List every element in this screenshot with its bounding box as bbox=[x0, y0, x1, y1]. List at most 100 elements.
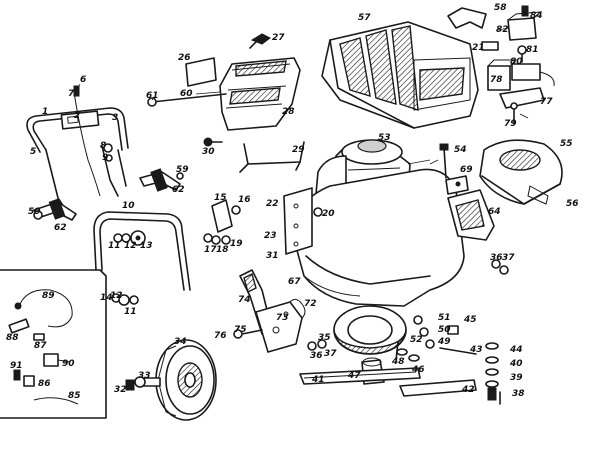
callout-11b: 11 bbox=[124, 307, 137, 317]
deck-screw-36-37 bbox=[491, 259, 509, 275]
cable-kit-inset-frame bbox=[0, 269, 107, 419]
callout-22: 22 bbox=[266, 199, 279, 209]
power-cable-89 bbox=[14, 289, 73, 328]
washers-17-19 bbox=[203, 233, 231, 245]
callout-46: 46 bbox=[411, 365, 425, 375]
callout-59b: 59 bbox=[28, 207, 41, 217]
callout-28: 28 bbox=[282, 107, 295, 117]
lower-handle-bar bbox=[93, 211, 191, 291]
callout-48: 48 bbox=[391, 357, 405, 367]
callout-58: 58 bbox=[494, 3, 507, 13]
plug-88 bbox=[8, 318, 30, 334]
callout-16: 16 bbox=[238, 195, 251, 205]
callout-36a: 36 bbox=[310, 351, 323, 361]
callout-6: 6 bbox=[80, 75, 86, 85]
connector-80 bbox=[511, 63, 555, 87]
screw-79 bbox=[510, 102, 518, 125]
callout-89: 89 bbox=[42, 291, 55, 301]
callout-72: 72 bbox=[304, 299, 317, 309]
callout-40: 40 bbox=[509, 359, 523, 369]
callout-53: 53 bbox=[378, 133, 391, 143]
callout-49: 49 bbox=[437, 337, 451, 347]
callout-50: 50 bbox=[438, 325, 451, 335]
callout-73: 73 bbox=[276, 313, 289, 323]
callout-12b: 12 bbox=[110, 291, 123, 301]
callout-41: 41 bbox=[311, 375, 325, 385]
handle-screw-6 bbox=[73, 85, 80, 97]
mower-blade-41 bbox=[299, 367, 421, 385]
callout-26: 26 bbox=[178, 53, 191, 63]
callout-36b: 36 bbox=[490, 253, 503, 263]
axle-pin-75 bbox=[233, 329, 263, 339]
callout-80: 80 bbox=[510, 57, 523, 67]
leader-lines bbox=[76, 27, 529, 165]
upper-handle-bar bbox=[26, 107, 129, 211]
callout-56: 56 bbox=[566, 199, 579, 209]
callout-77: 77 bbox=[540, 97, 553, 107]
rear-axle-rod bbox=[147, 93, 227, 107]
callout-27: 27 bbox=[272, 33, 285, 43]
socket-90 bbox=[43, 353, 71, 367]
callout-54: 54 bbox=[454, 145, 467, 155]
callout-82: 82 bbox=[496, 25, 509, 35]
callout-52: 52 bbox=[410, 335, 423, 345]
callout-47: 47 bbox=[347, 371, 361, 381]
callout-42: 42 bbox=[461, 385, 475, 395]
callout-87: 87 bbox=[34, 341, 47, 351]
callout-67: 67 bbox=[288, 277, 301, 287]
callout-37b: 37 bbox=[502, 253, 515, 263]
callout-21: 21 bbox=[472, 43, 485, 53]
callout-32: 32 bbox=[114, 385, 127, 395]
callout-91: 91 bbox=[10, 361, 23, 371]
callout-64: 64 bbox=[488, 207, 501, 217]
callout-38: 38 bbox=[512, 389, 525, 399]
callout-74: 74 bbox=[238, 295, 251, 305]
callout-51: 51 bbox=[438, 313, 451, 323]
callout-57: 57 bbox=[358, 13, 371, 23]
callout-9: 9 bbox=[102, 153, 108, 163]
bracket-15 bbox=[211, 199, 233, 233]
mount-plate-77 bbox=[499, 87, 545, 109]
label-plate-26 bbox=[185, 57, 217, 87]
screw-20 bbox=[313, 207, 323, 217]
screw-46 bbox=[395, 341, 399, 361]
cable-clip-69 bbox=[445, 175, 469, 195]
callout-8: 8 bbox=[100, 141, 106, 151]
callout-23: 23 bbox=[264, 231, 277, 241]
callout-81: 81 bbox=[526, 45, 539, 55]
callout-60: 60 bbox=[180, 89, 193, 99]
callout-39: 39 bbox=[510, 373, 523, 383]
callout-1: 1 bbox=[42, 107, 48, 117]
callout-12a: 12 bbox=[124, 241, 137, 251]
callout-85: 85 bbox=[68, 391, 81, 401]
callout-75: 75 bbox=[234, 325, 247, 335]
callout-45: 45 bbox=[463, 315, 477, 325]
screw-81 bbox=[517, 45, 527, 63]
hubcap-32 bbox=[125, 379, 135, 391]
bag-support-bracket bbox=[239, 141, 305, 173]
deck-bracket-22 bbox=[283, 187, 313, 255]
callout-88: 88 bbox=[6, 333, 19, 343]
callout-labels: 1 2 3 5 6 7 8 9 10 11 11 12 12 13 14 15 … bbox=[6, 3, 579, 401]
callout-10: 10 bbox=[122, 201, 135, 211]
callout-14: 14 bbox=[100, 293, 113, 303]
callout-78: 78 bbox=[490, 75, 503, 85]
motor-bolt-54 bbox=[439, 143, 449, 179]
callout-90: 90 bbox=[62, 359, 75, 369]
cable-85 bbox=[33, 397, 79, 405]
capacitor-78 bbox=[487, 59, 518, 91]
screw-84 bbox=[521, 5, 529, 17]
switch-91 bbox=[13, 369, 21, 381]
callout-61: 61 bbox=[146, 91, 159, 101]
bolt-30 bbox=[203, 137, 223, 147]
handle-cable bbox=[73, 91, 101, 197]
carry-handle-58 bbox=[447, 7, 487, 29]
callout-34: 34 bbox=[174, 337, 187, 347]
washer-stack-48-52 bbox=[396, 315, 435, 362]
callout-18: 18 bbox=[216, 245, 229, 255]
blade-small-42 bbox=[399, 379, 477, 397]
callout-20: 20 bbox=[322, 209, 335, 219]
callout-5: 5 bbox=[30, 147, 36, 157]
cover-plate-55 bbox=[479, 139, 563, 205]
screw-16 bbox=[231, 205, 241, 215]
